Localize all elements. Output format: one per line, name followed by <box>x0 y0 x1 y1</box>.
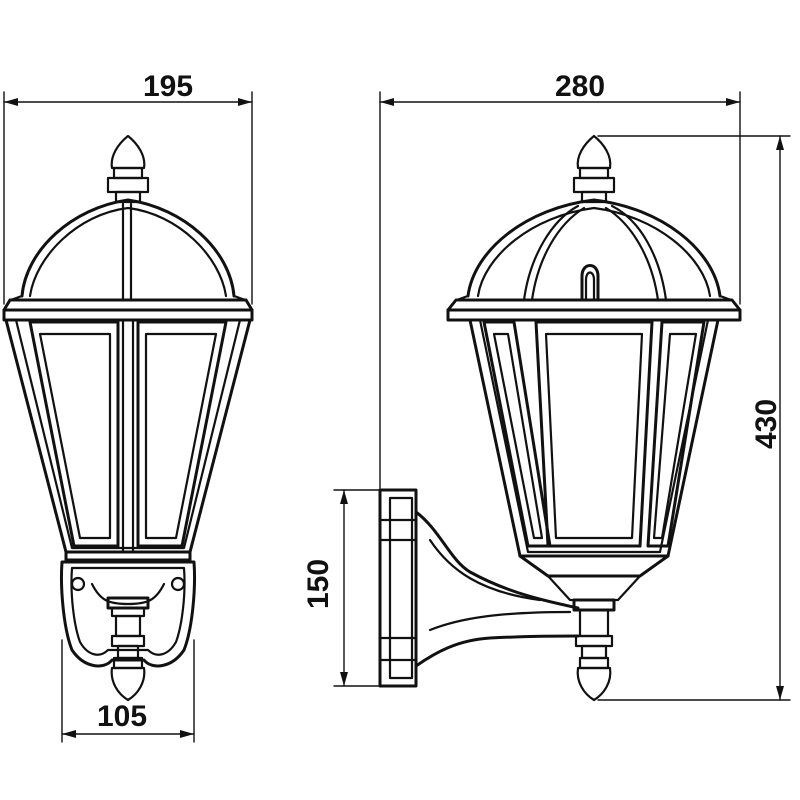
dim-label-280: 280 <box>555 70 605 103</box>
dimension-front-width: 195 <box>3 70 253 305</box>
dimension-total-height: 430 <box>597 135 791 701</box>
wall-bracket <box>378 488 580 688</box>
dim-label-195: 195 <box>143 70 193 103</box>
dimension-bracket-height: 150 <box>302 489 381 687</box>
dim-label-430: 430 <box>750 399 783 449</box>
dimension-side-width: 280 <box>379 70 741 489</box>
dimension-base-width: 105 <box>61 639 195 743</box>
front-view-lantern <box>2 134 254 702</box>
side-view-lantern <box>446 134 742 702</box>
dim-label-150: 150 <box>302 559 335 609</box>
dim-label-105: 105 <box>97 700 147 733</box>
